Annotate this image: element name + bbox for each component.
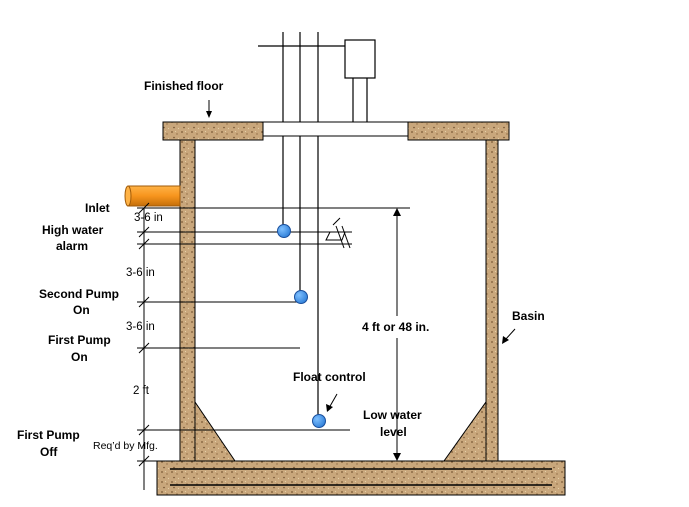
gap-bottom-label: Req’d by Mfg.	[93, 440, 158, 452]
pointer-arrows	[206, 100, 516, 412]
float-control-ball	[312, 414, 326, 428]
gap-first-off-label: 2 ft	[133, 385, 150, 397]
low-water-label-2: level	[380, 425, 407, 439]
gap-inlet-alarm-label: 3-6 in	[134, 212, 163, 224]
level-lines	[137, 207, 410, 462]
top-slab	[162, 121, 510, 141]
second-pump-label: Second Pump	[39, 287, 119, 301]
basin-walls	[179, 139, 499, 462]
float-control-label: Float control	[293, 370, 366, 384]
basin-label: Basin	[512, 309, 545, 323]
alarm-float-detail	[283, 217, 351, 249]
gap-alarm-second-label: 3-6 in	[126, 267, 155, 279]
high-water-alarm-label-2: alarm	[56, 239, 88, 253]
control-box	[344, 39, 376, 122]
second-pump-label-2: On	[73, 303, 90, 317]
float-high-alarm	[277, 224, 291, 238]
finished-floor-label: Finished floor	[144, 79, 224, 93]
left-dimension	[138, 202, 150, 490]
depth-label: 4 ft or 48 in.	[362, 320, 429, 334]
inlet-label: Inlet	[85, 201, 110, 215]
text-labels: Finished floor Inlet High water alarm Se…	[17, 79, 545, 459]
base-slab	[156, 460, 566, 496]
floats	[277, 224, 326, 428]
inlet-pipe	[124, 185, 181, 207]
gap-second-first-label: 3-6 in	[126, 321, 155, 333]
first-pump-on-label-2: On	[71, 350, 88, 364]
high-water-alarm-label: High water	[42, 223, 104, 237]
first-pump-on-label: First Pump	[48, 333, 111, 347]
float-second-pump	[294, 290, 308, 304]
first-pump-off-label-2: Off	[40, 445, 58, 459]
depth-dimension	[393, 208, 401, 461]
low-water-label: Low water	[363, 408, 422, 422]
first-pump-off-label: First Pump	[17, 428, 80, 442]
float-cables	[258, 32, 345, 420]
